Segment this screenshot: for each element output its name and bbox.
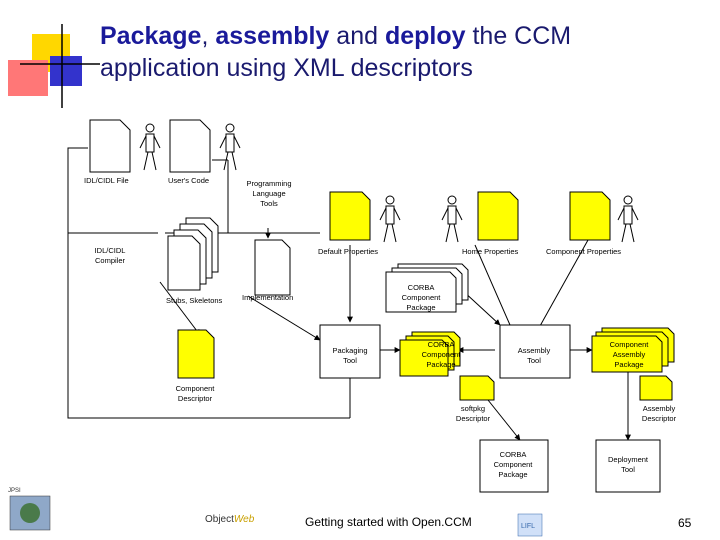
- stubs-doc-4: [167, 235, 201, 291]
- assembly-descriptor-doc: [639, 375, 673, 401]
- label-softpkg-descriptor-2: Descriptor: [455, 414, 491, 423]
- user-icon-5: [617, 195, 639, 243]
- label-prog-lang-tools-1: Programming: [246, 179, 292, 188]
- jpsi-logo-text: JPSI: [8, 488, 21, 494]
- user-figures: [139, 123, 639, 243]
- deployment-tool-box: [595, 439, 661, 493]
- lifl-logo-text: LIFL: [521, 523, 536, 530]
- label-idl-compiler-1: IDL/CIDL: [94, 246, 126, 255]
- label-corba-pkg-bottom-2: Component: [493, 460, 533, 469]
- objectweb-logo-part1: Object: [205, 514, 234, 525]
- label-corba-pkg-bottom: CORBA Component Package: [490, 450, 536, 480]
- label-corba-pkg-top-2: Component: [401, 293, 441, 302]
- default-properties-doc: [329, 191, 371, 241]
- title-part-6: the CCM: [465, 22, 572, 50]
- label-assembly-tool-1: Assembly: [517, 346, 551, 355]
- label-prog-lang-tools-2: Language: [252, 189, 286, 198]
- label-assembly-descriptor-2: Descriptor: [641, 414, 677, 423]
- deco-red-square: [8, 60, 48, 96]
- label-comp-assembly-pkg-3: Package: [614, 360, 644, 369]
- footer-text: Getting started with Open.CCM: [305, 515, 472, 529]
- label-packaging-tool: Packaging Tool: [330, 346, 370, 366]
- label-softpkg-descriptor: softpkg Descriptor: [450, 404, 496, 424]
- label-idl-compiler: IDL/CIDL Compiler: [90, 246, 130, 266]
- slide-title: Package, assembly and deploy the CCM app…: [100, 20, 700, 84]
- corba-pkg-top-3: [385, 271, 457, 313]
- label-comp-assembly-pkg-1: Component: [609, 340, 649, 349]
- label-default-properties: Default Properties: [318, 247, 379, 256]
- label-prog-lang-tools-3: Tools: [260, 199, 278, 208]
- label-assembly-descriptor-1: Assembly: [642, 404, 676, 413]
- user-icon-3: [379, 195, 401, 243]
- deco-blue-square: [50, 56, 82, 86]
- label-assembly-descriptor: Assembly Descriptor: [638, 404, 680, 424]
- label-packaging-tool-1: Packaging: [332, 346, 368, 355]
- label-packaging-tool-2: Tool: [343, 356, 357, 365]
- label-comp-assembly-pkg-2: Assembly: [612, 350, 646, 359]
- label-corba-pkg-top: CORBA Component Package: [398, 283, 444, 313]
- label-component-descriptor-2: Descriptor: [177, 394, 213, 403]
- label-stubs-skeletons: Stubs, Skeletons: [166, 296, 223, 305]
- white-docs: [89, 119, 661, 493]
- label-corba-pkg-mid: CORBA Component Package: [418, 340, 464, 370]
- page-number: 65: [678, 516, 692, 530]
- assembly-tool-box: [499, 324, 571, 379]
- title-part-3: assembly: [215, 22, 330, 50]
- label-corba-pkg-bottom-1: CORBA: [499, 450, 527, 459]
- label-deployment-tool-1: Deployment: [607, 455, 649, 464]
- packaging-tool-box: [319, 324, 381, 379]
- yellow-docs: [177, 191, 675, 401]
- label-prog-lang-tools: Programming Language Tools: [245, 179, 293, 209]
- user-icon-1: [139, 123, 161, 171]
- objectweb-logo: ObjectWeb: [205, 514, 254, 525]
- user-icon-2: [219, 123, 241, 171]
- label-corba-pkg-bottom-3: Package: [498, 470, 528, 479]
- corba-pkg-mid-3: [399, 339, 449, 377]
- component-descriptor-doc: [177, 329, 215, 379]
- label-comp-assembly-pkg: Component Assembly Package: [606, 340, 652, 370]
- label-assembly-tool: Assembly Tool: [514, 346, 554, 366]
- label-corba-pkg-mid-3: Package: [426, 360, 456, 369]
- title-line-2: application using XML descriptors: [100, 54, 473, 82]
- label-deployment-tool-2: Tool: [621, 465, 635, 474]
- label-idl-compiler-2: Compiler: [94, 256, 125, 265]
- softpkg-descriptor-doc: [459, 375, 495, 401]
- jpsi-logo-graphic: [9, 495, 51, 531]
- idl-file-doc: [89, 119, 131, 173]
- comp-assembly-pkg-3: [591, 335, 663, 373]
- component-properties-doc: [569, 191, 611, 241]
- user-icon-4: [441, 195, 463, 243]
- home-properties-doc: [477, 191, 519, 241]
- label-softpkg-descriptor-1: softpkg: [460, 404, 486, 413]
- label-component-descriptor-1: Component: [175, 384, 215, 393]
- label-corba-pkg-mid-1: CORBA: [427, 340, 455, 349]
- title-part-4: and: [329, 22, 385, 50]
- users-code-doc: [169, 119, 211, 173]
- label-home-properties: Home Properties: [462, 247, 519, 256]
- label-corba-pkg-mid-2: Component: [421, 350, 461, 359]
- label-component-descriptor: Component Descriptor: [172, 384, 218, 404]
- objectweb-logo-part2: Web: [233, 514, 255, 525]
- implementation-doc: [254, 239, 291, 296]
- title-part-1: Package: [100, 22, 202, 50]
- corner-decoration: [8, 24, 100, 108]
- label-deployment-tool: Deployment Tool: [606, 455, 650, 475]
- label-idl-file: IDL/CIDL File: [84, 176, 129, 185]
- corba-pkg-bottom-box: [479, 439, 549, 493]
- label-implementation: Implementation: [242, 293, 294, 302]
- label-assembly-tool-2: Tool: [527, 356, 541, 365]
- label-users-code: User's Code: [168, 176, 210, 185]
- title-part-5: deploy: [384, 22, 466, 50]
- label-corba-pkg-top-1: CORBA: [407, 283, 435, 292]
- label-corba-pkg-top-3: Package: [406, 303, 436, 312]
- lifl-logo-graphic: [517, 513, 543, 537]
- title-part-2: ,: [201, 22, 216, 50]
- label-component-properties: Component Properties: [546, 247, 622, 256]
